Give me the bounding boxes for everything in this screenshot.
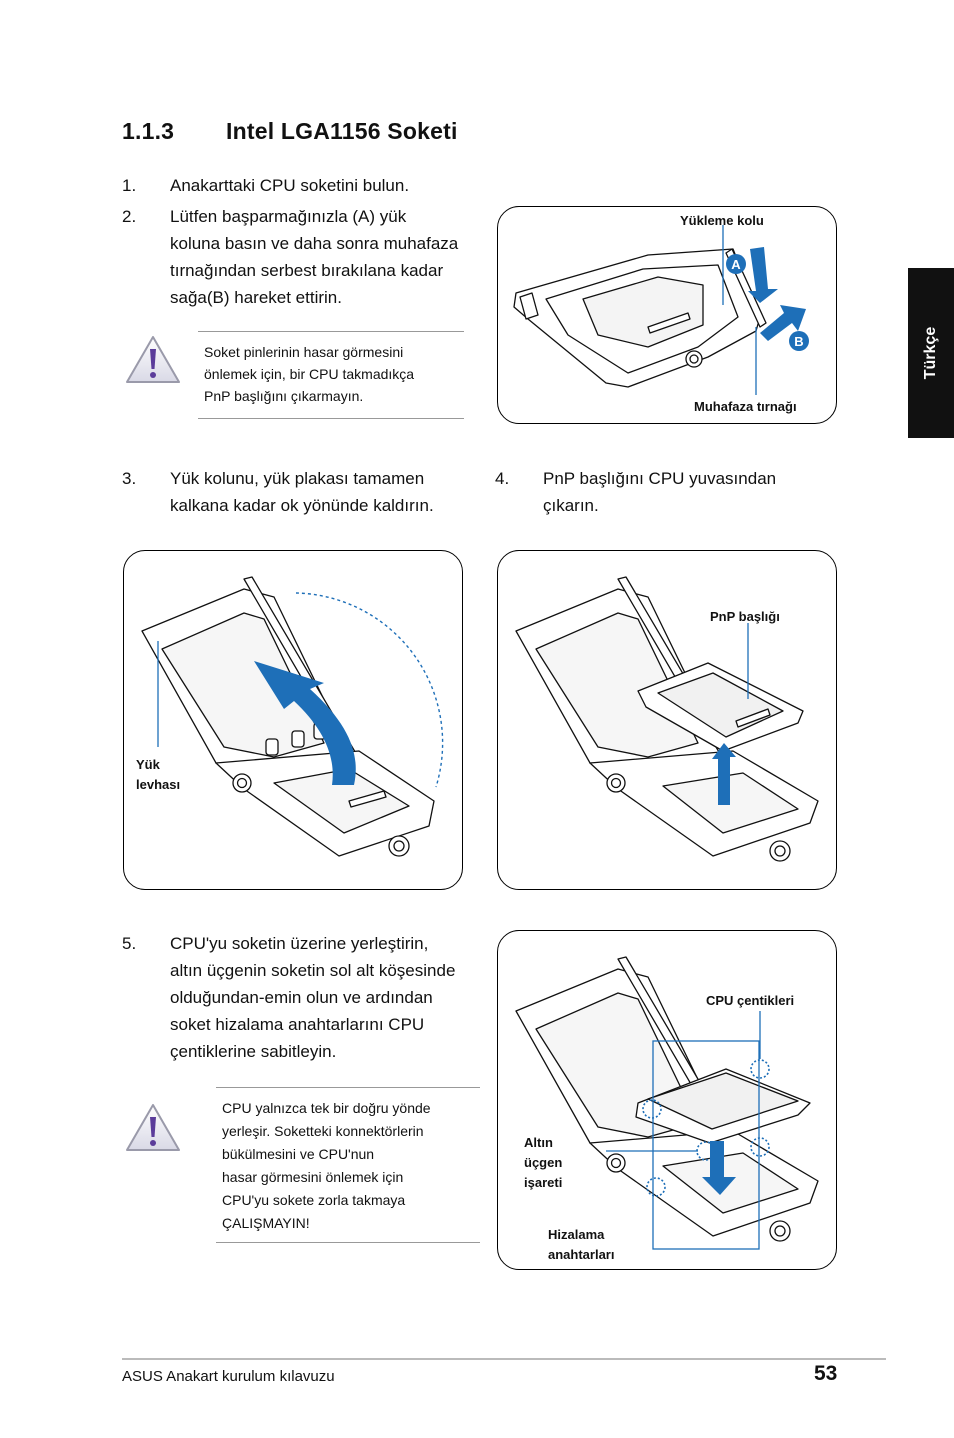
step-5: 5. CPU'yu soketin üzerine yerleştirin, a…	[122, 930, 492, 1070]
label-pnp-cap: PnP başlığı	[710, 609, 780, 624]
step-number: 3.	[122, 469, 137, 488]
language-tab: Türkçe	[908, 268, 954, 438]
figure-lift-lever: Yük levhası	[123, 550, 463, 890]
note-line: hasar görmesini önlemek için	[222, 1169, 404, 1185]
figure-remove-pnp-cap: PnP başlığı	[497, 550, 837, 890]
step-line: sağa(B) hareket ettirin.	[170, 288, 342, 307]
section-number: 1.1.3	[122, 118, 175, 144]
cpu-install-illustration	[515, 956, 819, 1250]
step-line: koluna basın ve daha sonra muhafaza	[170, 234, 459, 253]
label-retention-tab: Muhafaza tırnağı	[694, 399, 797, 414]
step-1: 1. Anakarttaki CPU soketini bulun.	[122, 172, 482, 200]
step-number: 5.	[122, 934, 137, 953]
step-line: tırnağından serbest bırakılana kadar	[170, 261, 444, 280]
step-2: 2. Lütfen başparmağınızla (A) yük koluna…	[122, 203, 492, 313]
badge-b: B	[794, 334, 803, 349]
figure-lever-release: A B Yükleme kolu Muhafaza tırnağı	[497, 206, 837, 424]
step-line: olduğundan-emin olun ve ardından	[170, 988, 433, 1007]
step-4: 4. PnP başlığını CPU yuvasından çıkarın.	[495, 465, 835, 521]
label-gold-triangle-3: işareti	[524, 1175, 563, 1190]
step-3: 3. Yük kolunu, yük plakası tamamen kalka…	[122, 465, 482, 521]
caution-note-2: CPU yalnızca tek bir doğru yönde yerleşi…	[216, 1087, 480, 1243]
section-title: Intel LGA1156 Soketi	[226, 118, 458, 144]
socket-open-illustration	[141, 576, 444, 857]
label-load-plate-2: levhası	[136, 777, 181, 792]
step-number: 4.	[495, 469, 510, 488]
note-line: CPU'yu sokete zorla takmaya	[222, 1192, 406, 1208]
step-line: Yük kolunu, yük plakası tamamen	[170, 469, 425, 488]
step-number: 1.	[122, 176, 137, 195]
pnp-cap-removal-illustration	[515, 576, 819, 862]
warning-icon	[126, 336, 180, 383]
step-number: 2.	[122, 207, 137, 226]
step-line: Lütfen başparmağınızla (A) yük	[170, 207, 407, 226]
badge-a: A	[731, 257, 741, 272]
warning-icon	[126, 1104, 180, 1151]
section-heading: 1.1.3 Intel LGA1156 Soketi	[122, 118, 458, 145]
label-gold-triangle-2: üçgen	[524, 1155, 563, 1170]
footer-title: ASUS Anakart kurulum kılavuzu	[122, 1368, 335, 1385]
label-gold-triangle-1: Altın	[524, 1135, 553, 1150]
note-line: yerleşir. Soketteki konnektörlerin	[222, 1123, 424, 1139]
label-load-plate-1: Yük	[136, 757, 160, 772]
page-number: 53	[814, 1362, 838, 1385]
step-line: soket hizalama anahtarlarını CPU	[170, 1015, 425, 1034]
step-text: Anakarttaki CPU soketini bulun.	[170, 176, 410, 195]
step-line: kalkana kadar ok yönünde kaldırın.	[170, 496, 434, 515]
socket-closed-illustration: A B	[513, 225, 809, 395]
note-line: CPU yalnızca tek bir doğru yönde	[222, 1100, 431, 1116]
step-line: çıkarın.	[543, 496, 599, 515]
label-load-lever: Yükleme kolu	[680, 213, 764, 228]
note-line: PnP başlığını çıkarmayın.	[204, 388, 364, 404]
step-line: altın üçgenin soketin sol alt köşesinde	[170, 961, 456, 980]
step-line: CPU'yu soketin üzerine yerleştirin,	[170, 934, 429, 953]
figure-install-cpu: CPU çentikleri Altın üçgen işareti Hizal…	[497, 930, 837, 1270]
note-line: Soket pinlerinin hasar görmesini	[204, 344, 404, 360]
note-line: ÇALIŞMAYIN!	[222, 1215, 310, 1231]
step-line: PnP başlığını CPU yuvasından	[543, 469, 777, 488]
language-tab-label: Türkçe	[922, 326, 939, 380]
label-cpu-notches: CPU çentikleri	[706, 993, 795, 1008]
footer-divider	[122, 1358, 886, 1360]
label-alignment-keys-2: anahtarları	[548, 1247, 615, 1262]
label-alignment-keys-1: Hizalama	[548, 1227, 605, 1242]
caution-note-1: Soket pinlerinin hasar görmesini önlemek…	[198, 331, 464, 419]
note-line: bükülmesini ve CPU'nun	[222, 1146, 375, 1162]
step-line: çentiklerine sabitleyin.	[170, 1042, 337, 1061]
note-line: önlemek için, bir CPU takmadıkça	[204, 366, 415, 382]
